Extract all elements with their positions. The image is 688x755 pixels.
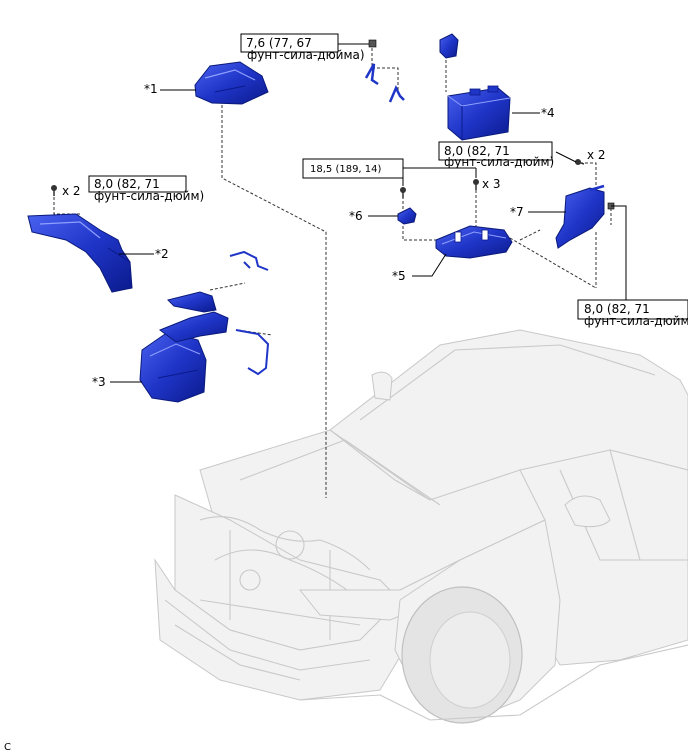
part-label-6: *6	[349, 209, 363, 223]
part-3-air-cleaner	[139, 250, 270, 403]
torque-5-value: 8,0 (82, 71	[584, 302, 650, 316]
bolt-icon	[473, 179, 479, 190]
torque-3-unit: фунт-сила-дюйм)	[444, 155, 554, 169]
nut-icon	[368, 39, 377, 48]
torque-1-value: 7,6 (77, 67	[246, 36, 312, 50]
part-label-3: *3	[92, 375, 106, 389]
part-label-5: *5	[392, 269, 406, 283]
torque-spec-1: 7,6 (77, 67 фунт-сила-дюйма)	[240, 33, 365, 62]
quantity-bolts-part-5: x 3	[482, 177, 501, 191]
figure-code: C	[4, 742, 11, 753]
part-label-4: *4	[541, 106, 555, 120]
part-5-battery-tray	[435, 225, 513, 259]
quantity-bolts-part-7: x 2	[587, 148, 606, 162]
part-7-bracket	[555, 184, 605, 249]
part-label-2: *2	[155, 247, 169, 261]
bolt-icon	[400, 187, 406, 198]
bolt-icon	[51, 185, 57, 196]
torque-1-unit: фунт-сила-дюйма)	[247, 48, 365, 62]
part-1-engine-cover	[194, 61, 269, 105]
torque-spec-3: 8,0 (82, 71 фунт-сила-дюйм)	[438, 141, 554, 169]
part-battery-clamp	[439, 33, 459, 59]
part-4-battery	[447, 85, 511, 141]
part-6-bracket	[397, 207, 417, 225]
torque-spec-5: 8,0 (82, 71 фунт-сила-дюйм	[577, 299, 688, 328]
part-2-intake-duct	[27, 213, 133, 293]
leader-lines	[110, 43, 627, 383]
quantity-bolts-part-2: x 2	[62, 184, 81, 198]
vehicle-illustration	[154, 329, 688, 724]
torque-5-unit: фунт-сила-дюйм	[584, 314, 688, 328]
part-label-7: *7	[510, 205, 524, 219]
assembly-dashed-lines	[53, 48, 612, 498]
part-battery-hold-rod	[364, 63, 405, 103]
torque-spec-4: 18,5 (189, 14)	[302, 158, 404, 179]
torque-2-unit: фунт-сила-дюйм)	[94, 189, 204, 203]
part-label-1: *1	[144, 82, 158, 96]
vehicle-side-mirror	[564, 495, 611, 528]
torque-2-value: 8,0 (82, 71	[94, 177, 160, 191]
torque-3-value: 8,0 (82, 71	[444, 144, 510, 158]
torque-spec-2: 8,0 (82, 71 фунт-сила-дюйм)	[88, 175, 204, 203]
bolt-icon	[575, 159, 585, 165]
torque-4-value: 18,5 (189, 14)	[310, 164, 382, 175]
